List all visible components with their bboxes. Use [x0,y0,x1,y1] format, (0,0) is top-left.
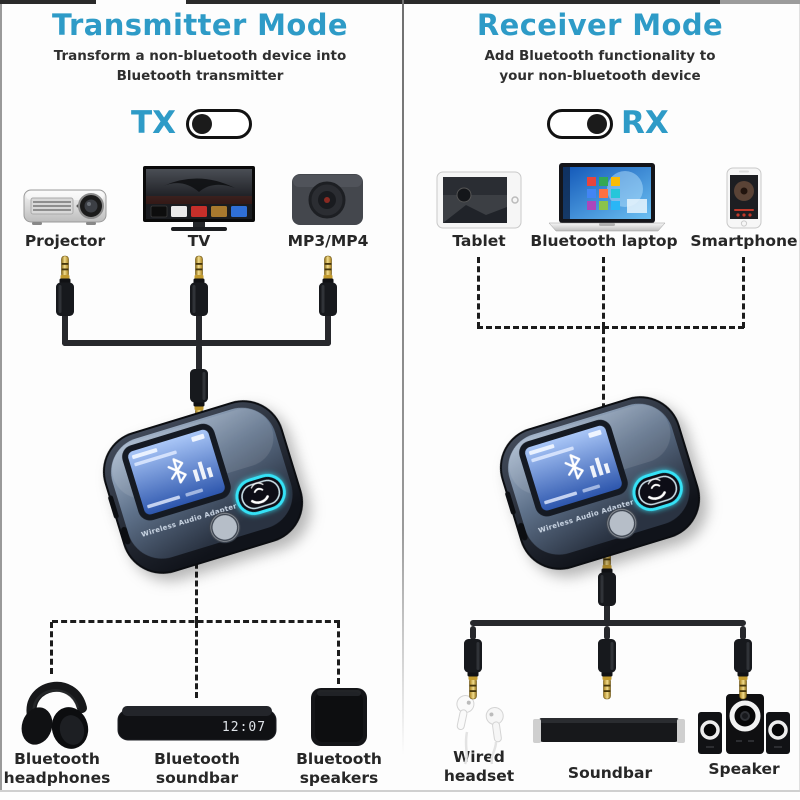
mp3-player-image [292,174,363,225]
rx-label: RX [621,105,669,141]
aux-jack-icon [733,638,753,700]
bluetooth-dashed-link [477,326,744,329]
left-border [0,4,2,790]
aux-jack-icon [318,255,338,317]
aux-jack-icon [597,638,617,700]
smartphone-image [726,167,762,229]
aux-cable-segment [196,312,202,346]
aux-cable-segment [196,344,202,372]
bluetooth-dashed-link [337,622,340,684]
tx-label: TX [130,105,176,141]
bluetooth-soundbar-label: Bluetooth soundbar [154,750,240,787]
rx-toggle[interactable] [547,109,613,139]
projector-image [23,189,107,225]
tx-toggle[interactable] [186,109,252,139]
transmitter-subtitle-line1: Transform a non-bluetooth device into [53,48,347,64]
top-border [0,0,96,4]
aux-cable-segment [604,603,610,626]
transmitter-subtitle-line2: Bluetooth transmitter [116,68,284,84]
receiver-subtitle-line1: Add Bluetooth functionality to [484,48,716,64]
tx-toggle-knob[interactable] [192,114,212,134]
wired-headset-image [456,695,504,765]
bluetooth-headphones-label: Bluetooth headphones [3,750,111,787]
aux-cable-segment [62,312,68,346]
transmitter-mode-title: Transmitter Mode [52,8,348,42]
column-divider [402,0,404,755]
aux-jack-icon [189,255,209,317]
bluetooth-dashed-link [602,328,605,428]
bluetooth-soundbar-image: 12:07 [117,706,277,741]
laptop-image [548,163,666,232]
aux-cable-bus [470,620,746,626]
aux-jack-icon [463,638,483,700]
bluetooth-adapter-image [90,388,316,587]
tablet-label: Tablet [452,232,506,250]
aux-cable-segment [740,626,746,640]
speaker-system-image [698,694,790,754]
top-border [720,0,800,4]
projector-label: Projector [24,232,106,250]
bluetooth-speakers-label: Bluetooth speakers [296,750,382,787]
mp3-label: MP3/MP4 [287,232,369,250]
top-border [186,0,720,4]
soundbar-image [533,718,685,743]
aux-cable-segment [325,312,331,346]
bluetooth-dashed-link [52,620,340,623]
tv-image [143,166,255,231]
smartphone-label: Smartphone [690,232,798,250]
aux-jack-icon [55,255,75,317]
bluetooth-dashed-link [195,545,198,622]
speaker-label: Speaker [708,760,780,778]
bluetooth-adapter-image [487,384,713,583]
bluetooth-dashed-link [742,257,745,328]
bluetooth-dashed-link [602,257,605,328]
bluetooth-speaker-image [311,688,367,746]
bluetooth-dashed-link [195,622,198,698]
receiver-mode-title: Receiver Mode [476,8,724,42]
rx-toggle-knob[interactable] [587,114,607,134]
tablet-image [436,171,522,229]
soundbar-clock: 12:07 [222,720,266,735]
bluetooth-dashed-link [477,257,480,328]
receiver-subtitle-line2: your non-bluetooth device [499,68,701,84]
aux-cable-bus [62,340,331,346]
aux-cable-segment [604,626,610,640]
bottom-border [0,790,800,792]
bluetooth-dashed-link [50,622,53,674]
bluetooth-headphones-image [21,681,89,749]
bluetooth-laptop-label: Bluetooth laptop [530,232,678,250]
tv-label: TV [187,232,211,250]
aux-cable-segment [470,626,476,640]
soundbar-label: Soundbar [567,764,653,782]
